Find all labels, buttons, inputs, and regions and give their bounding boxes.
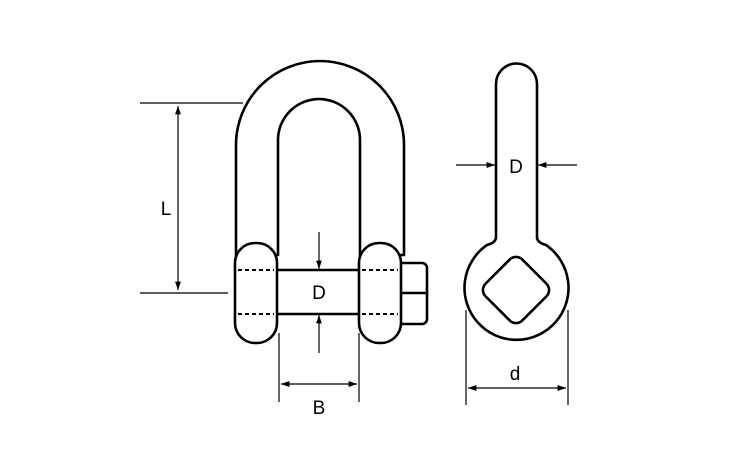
shackle-side-view	[463, 62, 570, 342]
dimension-length: L	[140, 102, 243, 294]
length-label: L	[161, 199, 172, 220]
side-body	[463, 62, 570, 342]
pin-diameter-label: D	[312, 283, 326, 304]
dimension-eye-diameter: d	[465, 310, 569, 405]
shackle-bow	[234, 59, 406, 257]
square-neck	[481, 255, 551, 325]
pin-nut	[396, 261, 429, 326]
dimension-body-diameter: D	[456, 157, 577, 178]
body-diameter-label: D	[509, 157, 523, 178]
dimension-width: B	[278, 333, 360, 419]
width-label: B	[313, 398, 326, 419]
dimension-pin-diameter: D	[312, 232, 326, 353]
right-lug	[357, 241, 403, 345]
left-lug	[233, 241, 279, 345]
shackle-front-view	[233, 59, 429, 345]
eye-diameter-label: d	[510, 364, 521, 385]
